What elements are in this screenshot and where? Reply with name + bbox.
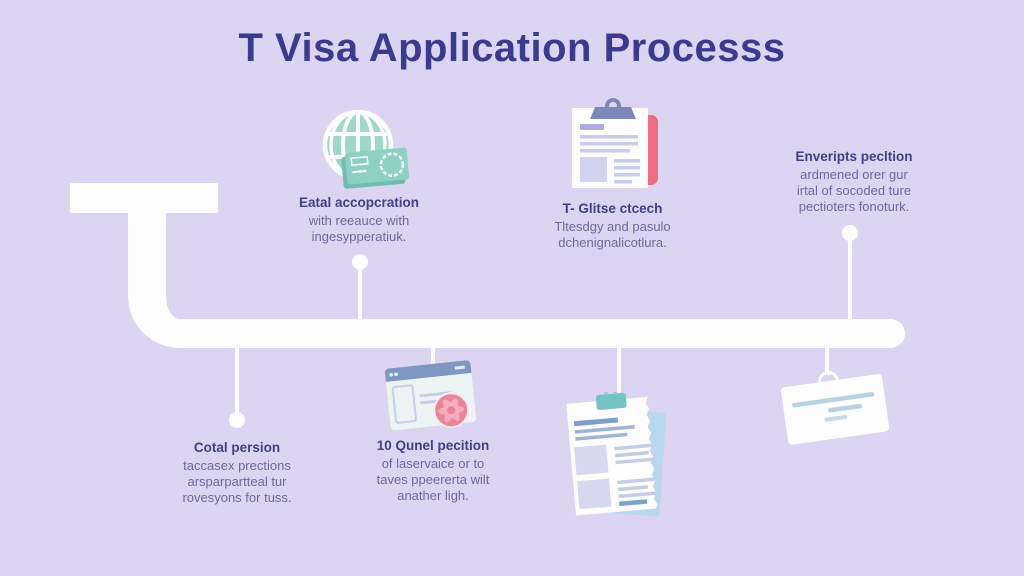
pink-badge <box>433 392 470 429</box>
connector-dot-step3 <box>842 225 858 241</box>
step-3-heading: Enveripts pecltion <box>795 149 913 164</box>
step-5-heading: 10 Qunel pecition <box>376 438 490 453</box>
step-3-line: irtal of socoded ture <box>796 183 912 198</box>
connector-documents <box>617 347 621 399</box>
t-letter-stem <box>128 206 166 276</box>
step-4-heading: Cotal persion <box>193 440 281 455</box>
step-4-line: arsparpartteal tur <box>187 474 287 489</box>
connector-step3 <box>848 240 852 320</box>
step-4-text: Cotal persion taccasex prections arsparp… <box>152 440 322 506</box>
step-1-heading: Eatal accopcration <box>298 195 420 210</box>
step-5-line: anather ligh. <box>397 488 469 503</box>
step-5-line: taves ppeererta wilt <box>376 472 490 487</box>
envelope-icon <box>775 358 901 458</box>
step-2-line: Tltesdgy and pasulo <box>554 219 671 234</box>
step-1-text: Eatal accopcration with reeauce with ing… <box>270 195 448 245</box>
step-1-line: with reeauce with <box>308 213 410 228</box>
step-3-text: Enveripts pecltion ardmened orer gur irt… <box>768 149 940 215</box>
globe-money-icon <box>318 108 414 199</box>
step-5-line: of laservaice or to <box>381 456 485 471</box>
connector-envelope <box>825 347 829 375</box>
connector-step1 <box>358 268 362 320</box>
step-1-line: ingesypperatiuk. <box>311 229 407 244</box>
browser-window-icon <box>382 351 486 447</box>
step-2-line: dchenignalicotlura. <box>558 235 667 250</box>
page-title: T Visa Application Processs <box>238 26 786 70</box>
step-4-line: rovesyons for tuss. <box>182 490 292 505</box>
clipboard-icon <box>562 97 664 198</box>
connector-browser <box>431 347 435 379</box>
connector-dot-step1 <box>352 254 368 270</box>
connector-step4 <box>235 347 239 413</box>
step-2-heading: T- Glitse ctcech <box>562 201 663 216</box>
timeline-bar <box>205 319 905 348</box>
step-5-text: 10 Qunel pecition of laservaice or to ta… <box>348 438 518 504</box>
connector-dot-step4 <box>229 412 245 428</box>
step-3-line: pectioters fonoturk. <box>798 199 910 214</box>
step-4-line: taccasex prections <box>183 458 291 473</box>
documents-icon <box>563 388 688 535</box>
step-2-text: T- Glitse ctcech Tltesdgy and pasulo dch… <box>520 201 705 251</box>
step-3-line: ardmened orer gur <box>800 167 908 182</box>
